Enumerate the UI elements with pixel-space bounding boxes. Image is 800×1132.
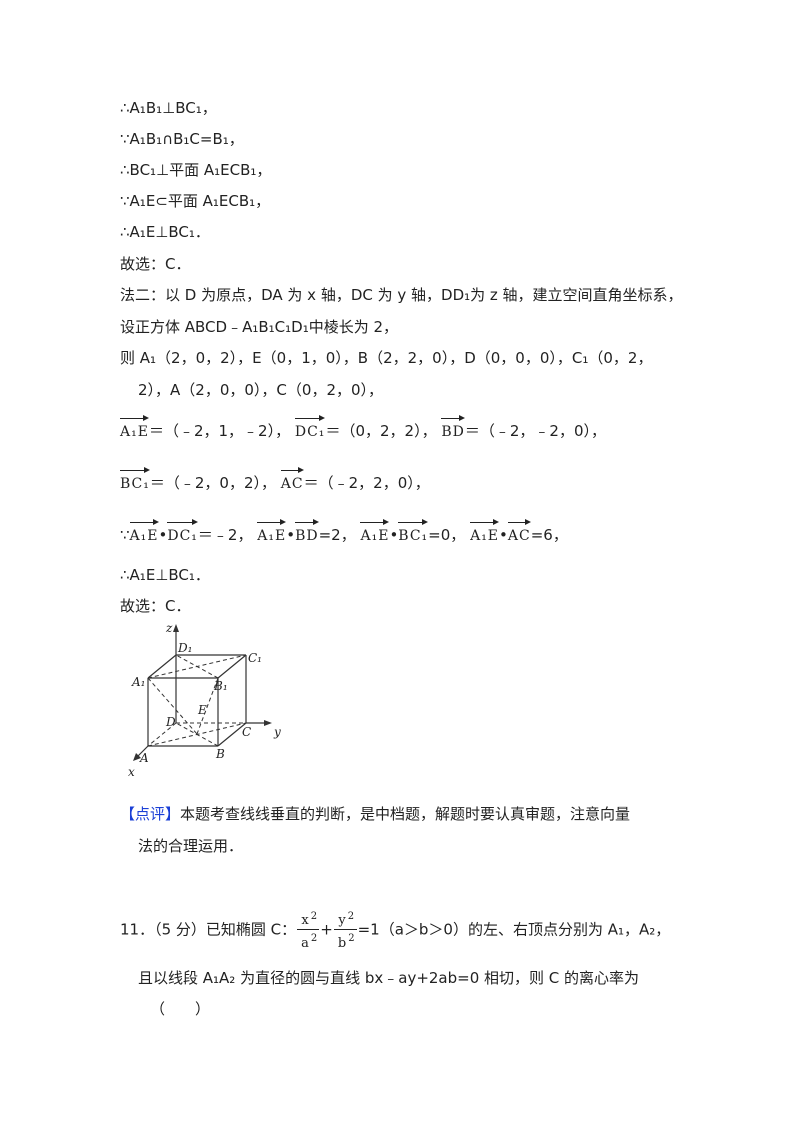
label-y: y [273,725,281,739]
solution-line-2: ∵A₁B₁∩B₁C=B₁， [120,130,244,148]
label-d: D [165,715,176,729]
vector-a1e: A₁E [120,415,149,442]
vector-ac: AC [280,467,304,494]
comment-line-2: 法的合理运用． [138,837,244,855]
solution-line-15: ∴A₁E⊥BC₁． [120,566,210,584]
coordinates-line-2: 2），A（2，0，0），C（0，2，0）， [138,381,384,399]
label-b1: B₁ [213,679,228,693]
vector-bc1: BC₁ [120,467,150,494]
solution-line-3: ∴BC₁⊥平面 A₁ECB₁， [120,161,272,179]
answer-line-1: 故选：C． [120,255,191,273]
label-c1: C₁ [248,651,262,665]
comment-tag: 【点评】 [120,805,181,823]
label-z: z [165,621,173,635]
question-blank: （ ） [150,1000,211,1018]
question-line-2: 且以线段 A₁A₂ 为直径的圆与直线 bx﹣ay+2ab=0 相切，则 C 的离… [138,969,640,987]
label-x: x [128,765,135,779]
label-e: E [197,703,207,717]
method-two-line: 法二：以 D 为原点，DA 为 x 轴，DC 为 y 轴，DD₁为 z 轴，建立… [120,286,683,304]
cube-setup-line: 设正方体 ABCD﹣A₁B₁C₁D₁中棱长为 2， [120,318,399,336]
vector-bd: BD [441,415,465,442]
comment-line-1: 【点评】本题考查线线垂直的判断，是中档题，解题时要认真审题，注意向量 [120,805,631,823]
vector-line-1: A₁E＝（﹣2，1，﹣2）， DC₁＝（0，2，2）， BD＝（﹣2，﹣2，0）… [120,415,606,442]
vector-line-2: BC₁＝（﹣2，0，2）， AC＝（﹣2，2，0）， [120,467,430,494]
label-d1: D₁ [177,641,192,655]
label-a: A [139,751,149,765]
dot-product-line: ∵A₁E•DC₁＝﹣2， A₁E•BD=2， A₁E•BC₁=0， A₁E•AC… [120,519,568,546]
cube-figure: z D₁ C₁ A₁ B₁ E D y C A B x [128,621,281,779]
label-b: B [215,747,225,761]
vector-dc1: DC₁ [294,415,326,442]
solution-line-4: ∵A₁E⊂平面 A₁ECB₁， [120,192,271,210]
answer-line-2: 故选：C． [120,597,191,615]
coordinates-line-1: 则 A₁（2，0，2），E（0，1，0），B（2，2，0），D（0，0，0），C… [120,349,653,367]
solution-line-5: ∴A₁E⊥BC₁． [120,223,210,241]
label-c: C [242,725,251,739]
label-a1: A₁ [131,675,145,689]
solution-line-1: ∴A₁B₁⊥BC₁， [120,99,217,117]
